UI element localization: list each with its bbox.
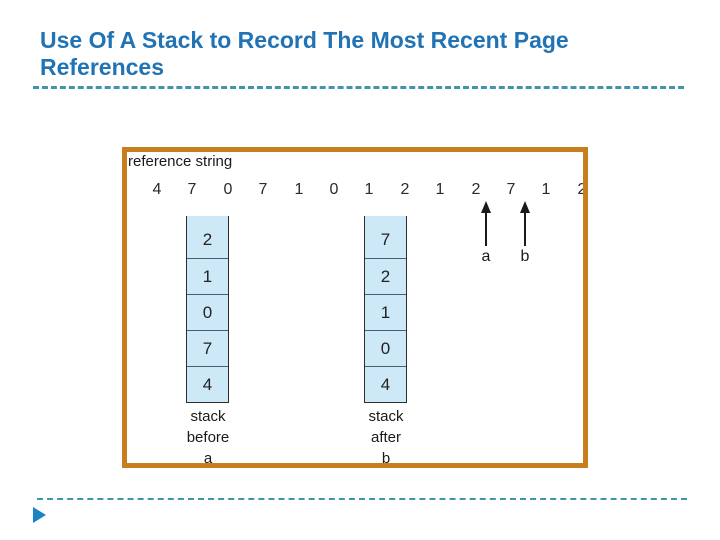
stack-before-caption: stack before a <box>168 406 248 467</box>
slide-title: Use Of A Stack to Record The Most Recent… <box>40 27 569 80</box>
caption-line: stack <box>368 408 404 425</box>
arrow-a-label: a <box>481 248 491 265</box>
stack-cell: 0 <box>187 294 228 330</box>
stack-cell: 1 <box>365 294 406 330</box>
up-arrow-b-icon <box>520 201 530 246</box>
arrow-b-label: b <box>520 248 530 265</box>
reference-digit: 7 <box>258 181 268 198</box>
reference-digit: 2 <box>400 181 410 198</box>
reference-string-label: reference string <box>128 153 233 170</box>
reference-digit: 7 <box>187 181 197 198</box>
reference-digit: 7 <box>506 181 516 198</box>
stack-cell: 2 <box>187 216 228 258</box>
reference-digit: 1 <box>364 181 374 198</box>
reference-digit: 1 <box>435 181 445 198</box>
stack-after-caption: stack after b <box>346 406 426 467</box>
stack-cell: 2 <box>365 258 406 294</box>
reference-digit: 2 <box>577 181 587 198</box>
reference-digit: 0 <box>223 181 233 198</box>
stack-cell: 7 <box>187 330 228 366</box>
caption-line: b <box>381 450 391 467</box>
footer-dashed-line <box>37 498 687 500</box>
caption-line: stack <box>190 408 226 425</box>
reference-digit: 4 <box>152 181 162 198</box>
stack-cell: 1 <box>187 258 228 294</box>
reference-digit: 0 <box>329 181 339 198</box>
reference-digit: 1 <box>541 181 551 198</box>
stack-cell: 4 <box>365 366 406 402</box>
caption-line: a <box>203 450 213 467</box>
up-arrow-a-icon <box>481 201 491 246</box>
title-divider-dashed-line <box>33 86 684 89</box>
stack-cell: 4 <box>187 366 228 402</box>
reference-digit: 2 <box>471 181 481 198</box>
footer-triangle-icon <box>33 507 46 523</box>
lru-stack-figure: reference string 4 7 0 7 1 0 1 2 1 2 7 1… <box>122 147 588 468</box>
stack-after-b: 7 2 1 0 4 <box>364 216 407 403</box>
caption-line: after <box>370 429 401 446</box>
stack-before-a: 2 1 0 7 4 <box>186 216 229 403</box>
stack-cell: 0 <box>365 330 406 366</box>
stack-cell: 7 <box>365 216 406 258</box>
reference-digit: 1 <box>294 181 304 198</box>
caption-line: before <box>186 429 230 446</box>
